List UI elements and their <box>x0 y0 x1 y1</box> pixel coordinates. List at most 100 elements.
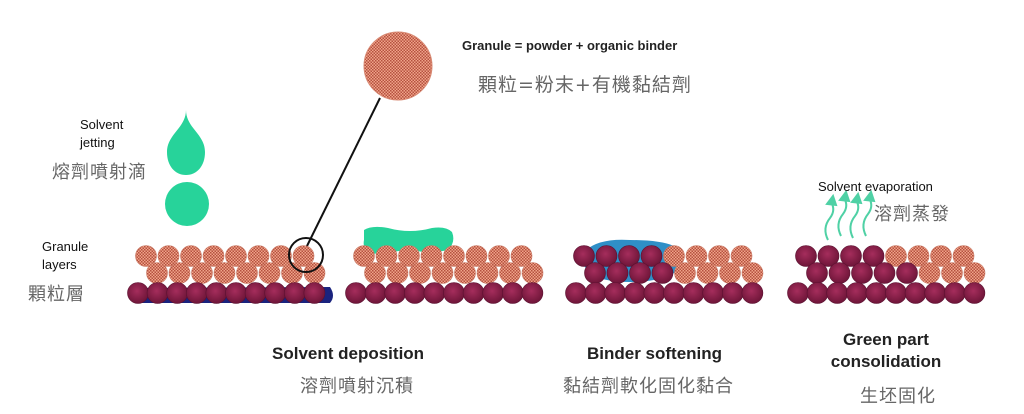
granule <box>386 262 409 284</box>
consolidated-granule <box>127 282 149 304</box>
consolidated-granule <box>885 282 907 304</box>
evaporation-label: Solvent evaporation <box>818 179 933 194</box>
consolidated-granule <box>721 282 744 304</box>
granule <box>663 245 685 267</box>
consolidated-granule <box>817 245 840 267</box>
consolidated-granule <box>166 282 188 304</box>
legend-title-cn: 顆粒=粉末+有機黏結劑 <box>478 74 692 96</box>
consolidated-granule <box>741 282 764 304</box>
solvent-drop-icon <box>167 110 205 175</box>
stage-title-consolidation-2: consolidation <box>830 352 942 371</box>
granule <box>303 262 326 284</box>
granule <box>963 262 986 284</box>
granule <box>146 262 168 284</box>
consolidated-granule <box>604 282 627 304</box>
zoom-connector-line <box>305 97 381 249</box>
consolidated-granule <box>682 282 705 304</box>
consolidated-granule <box>482 282 505 304</box>
consolidated-granule <box>225 282 247 304</box>
granule <box>674 262 696 284</box>
consolidated-granule <box>364 282 387 304</box>
granule <box>353 245 375 267</box>
granule <box>236 262 258 284</box>
granule <box>135 245 157 267</box>
granule <box>907 245 930 267</box>
consolidated-granule <box>384 282 407 304</box>
consolidated-granule <box>943 282 966 304</box>
layers-label-1: Granule <box>42 239 89 254</box>
granule <box>499 262 521 284</box>
granule <box>168 262 191 284</box>
granule <box>157 245 180 267</box>
layers-label-2: layers <box>42 257 77 272</box>
consolidated-granule <box>826 282 849 304</box>
consolidated-granule <box>828 262 851 284</box>
consolidated-granule <box>896 262 918 284</box>
granule <box>420 245 443 267</box>
granule <box>918 262 941 284</box>
consolidated-granule <box>423 282 446 304</box>
granule <box>292 245 315 267</box>
consolidated-granule <box>629 262 651 284</box>
consolidated-granule <box>205 282 228 304</box>
consolidated-granule <box>640 245 663 267</box>
consolidated-granule <box>865 282 888 304</box>
granule <box>741 262 764 284</box>
granule <box>941 262 963 284</box>
consolidated-granule <box>806 262 828 284</box>
consolidated-granule <box>904 282 927 304</box>
consolidated-granule <box>264 282 287 304</box>
solvent-droplet <box>165 182 209 226</box>
consolidated-granule <box>873 262 896 284</box>
stage-title-deposition: Solvent deposition <box>272 344 425 363</box>
stage-subtitle-softening: 黏結劑軟化固化黏合 <box>563 376 734 397</box>
granule <box>696 262 719 284</box>
stage-title-consolidation-1: Green part <box>843 330 929 349</box>
consolidated-granule <box>851 262 873 284</box>
stage-subtitle-deposition: 溶劑噴射沉積 <box>300 376 414 397</box>
consolidated-granule <box>521 282 544 304</box>
granule <box>225 245 247 267</box>
evaporation-arrows-icon <box>824 189 876 241</box>
highlight-ring <box>288 237 324 273</box>
consolidated-granule <box>845 282 868 304</box>
granule <box>270 245 292 267</box>
granule <box>431 262 454 284</box>
granule <box>488 245 510 267</box>
consolidated-granule <box>565 282 587 304</box>
consolidated-granule <box>963 282 986 304</box>
legend-title: Granule = powder + organic binder <box>462 38 678 53</box>
granule <box>191 262 213 284</box>
consolidated-granule <box>303 282 326 304</box>
granule <box>454 262 476 284</box>
granule <box>930 245 952 267</box>
consolidated-granule <box>606 262 629 284</box>
layers-label-cn: 顆粒層 <box>28 284 85 305</box>
jetting-label-1: Solvent <box>80 117 124 132</box>
consolidated-granule <box>806 282 829 304</box>
jetting-label-2: jetting <box>80 135 115 150</box>
granule <box>465 245 488 267</box>
granule <box>258 262 281 284</box>
granule <box>375 245 398 267</box>
granule <box>730 245 753 267</box>
granule <box>719 262 741 284</box>
consolidated-granule <box>244 282 267 304</box>
consolidated-granule <box>924 282 947 304</box>
consolidated-granule <box>702 282 725 304</box>
granule <box>521 262 544 284</box>
granule <box>510 245 533 267</box>
consolidated-granule <box>643 282 666 304</box>
consolidated-granule <box>795 245 817 267</box>
consolidated-granule <box>651 262 674 284</box>
granule <box>180 245 202 267</box>
consolidated-granule <box>663 282 685 304</box>
granule <box>398 245 420 267</box>
consolidated-granule <box>443 282 465 304</box>
consolidated-granule <box>501 282 524 304</box>
granule <box>213 262 236 284</box>
consolidated-granule <box>623 282 646 304</box>
granule <box>685 245 708 267</box>
consolidated-granule <box>584 282 607 304</box>
